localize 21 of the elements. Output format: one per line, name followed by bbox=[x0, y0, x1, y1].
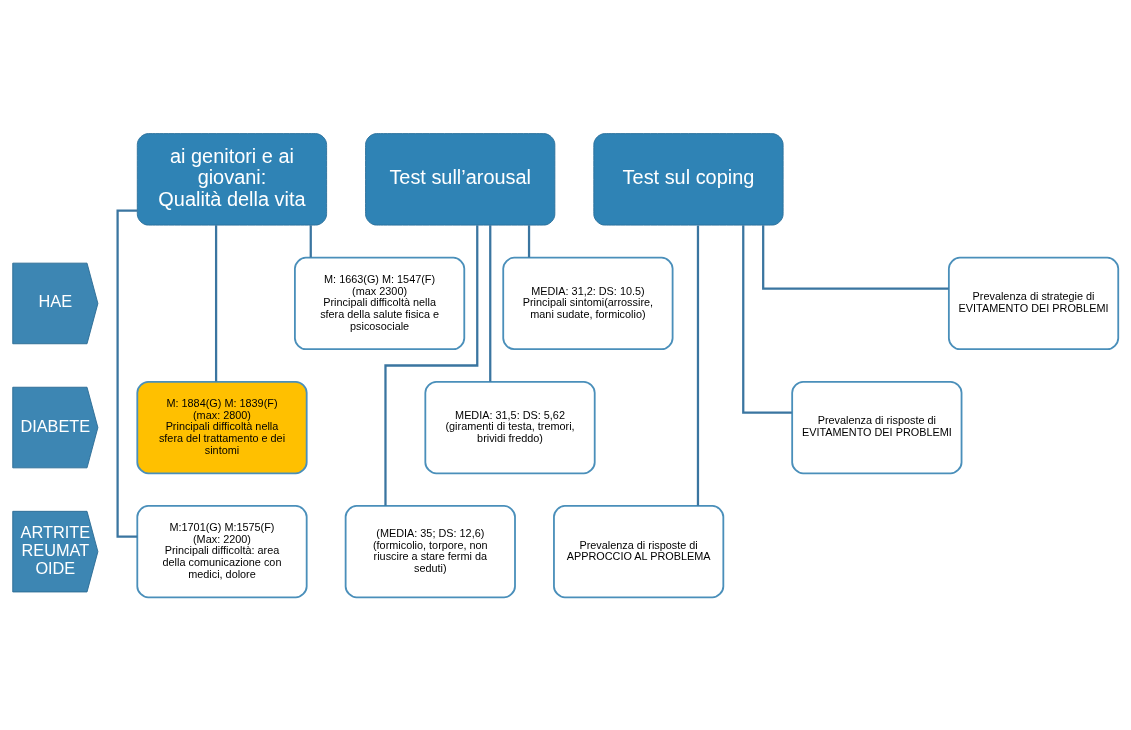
connector bbox=[742, 224, 792, 414]
node-box: M: 1884(G) M: 1839(F) (max: 2800) Principali difficoltà nella sfera del trattamento e dei sintomi bbox=[136, 380, 308, 474]
node-box: MEDIA: 31,2: DS: 10.5) Principali sintomi(arrossire, mani sudate, formicolio) bbox=[502, 256, 674, 350]
node-box: M: 1663(G) M: 1547(F) (max 2300) Principali difficoltà nella sfera della salute fisica e psicosociale bbox=[294, 256, 466, 350]
node-box: Test sull’arousal bbox=[365, 132, 556, 226]
node-box: Prevalenza di risposte di EVITAMENTO DEI PROBLEMI bbox=[791, 380, 963, 474]
connector bbox=[762, 224, 949, 290]
node-box: Prevalenza di strategie di EVITAMENTO DEI PROBLEMI bbox=[947, 256, 1120, 350]
node-box: Prevalenza di risposte di APPROCCIO AL PROBLEMA bbox=[553, 504, 725, 598]
connector bbox=[309, 224, 312, 257]
node-box: MEDIA: 31,5: DS: 5,62 (giramenti di testa, tremori, brividi freddo) bbox=[424, 380, 596, 474]
node-box: ai genitori e ai giovani: Qualità della vita bbox=[136, 132, 328, 226]
connector bbox=[116, 209, 138, 538]
node-box: (MEDIA: 35; DS: 12,6) (formicolio, torpore, non riuscire a stare fermi da seduti) bbox=[344, 504, 516, 598]
connector bbox=[214, 224, 218, 382]
connector bbox=[527, 224, 531, 257]
connector bbox=[696, 224, 700, 506]
node-box: M:1701(G) M:1575(F) (Max: 2200) Principali difficoltà: area della comunicazione con medici, dolore bbox=[136, 504, 308, 598]
connector bbox=[489, 224, 492, 382]
node-box: Test sul coping bbox=[593, 132, 784, 226]
connector bbox=[384, 224, 479, 506]
